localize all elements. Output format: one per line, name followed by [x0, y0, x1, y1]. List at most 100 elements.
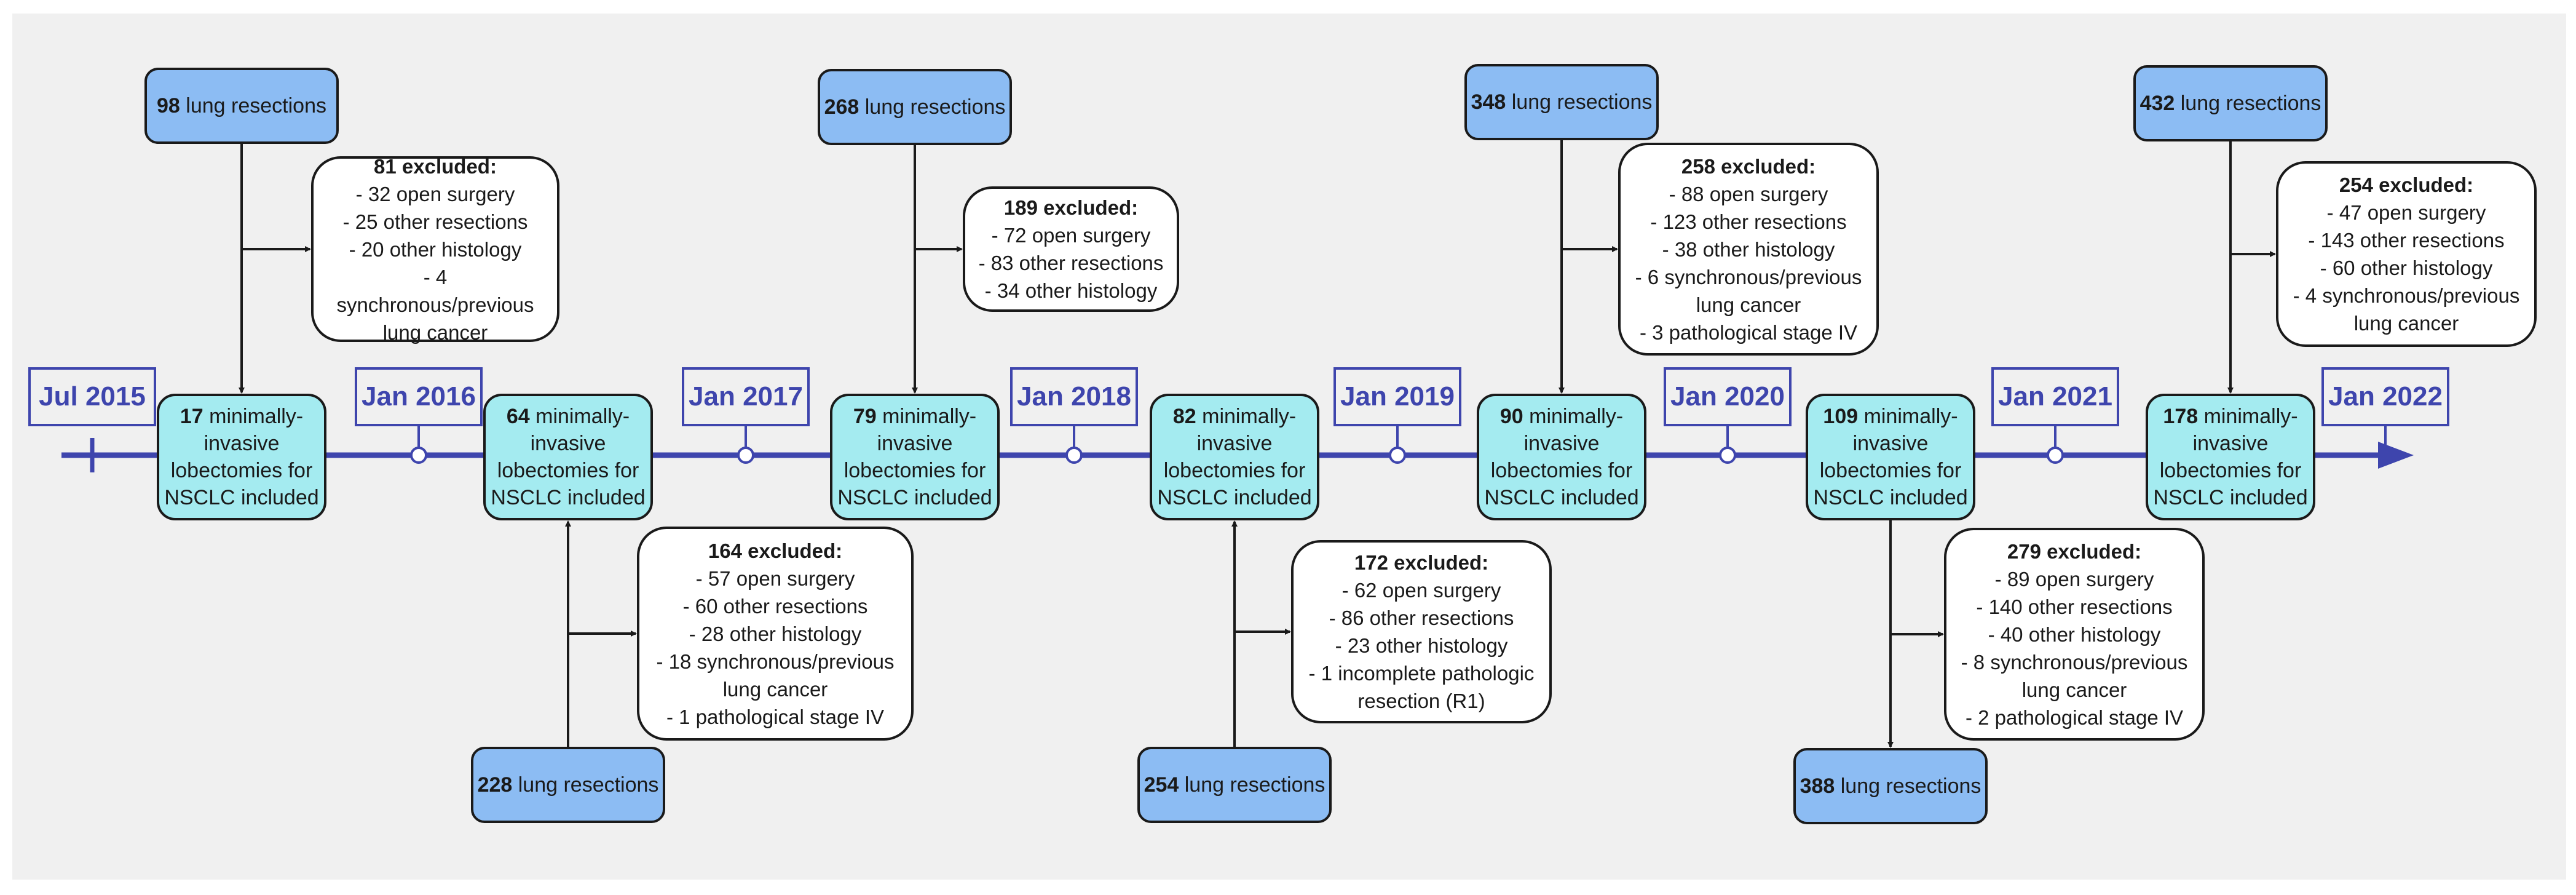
excluded-item: - 18 synchronous/previous: [656, 650, 895, 673]
excluded-item: - 86 other resections: [1329, 607, 1514, 629]
included-line: 178 minimally-: [2163, 405, 2298, 428]
excluded-box: 189 excluded: - 72 open surgery - 83 other…: [963, 186, 1179, 312]
excluded-item: - 6 synchronous/previous: [1635, 265, 1862, 288]
excluded-item: - 40 other histology: [1988, 623, 2161, 646]
included-line: lobectomies for: [1490, 459, 1633, 482]
excluded-item: - 4 synchronous/previous: [336, 265, 534, 316]
date-marker: [2047, 447, 2064, 464]
excluded-item: - 23 other histology: [1335, 634, 1508, 657]
date-label: Jan 2022: [2321, 367, 2449, 426]
included-count: 109: [1823, 405, 1859, 428]
included-line: NSCLC included: [837, 486, 992, 509]
included-line: invasive: [530, 432, 606, 455]
included-line: NSCLC included: [1813, 486, 1968, 509]
excluded-box: 254 excluded: - 47 open surgery - 143 othe…: [2276, 161, 2537, 347]
included-line: lobectomies for: [2159, 459, 2302, 482]
excluded-item: - 34 other histology: [984, 279, 1158, 302]
included-line: 79 minimally-: [853, 405, 977, 428]
excluded-item: - 57 open surgery: [695, 567, 855, 590]
included-line: invasive: [877, 432, 953, 455]
date-marker: [410, 447, 427, 464]
excluded-item: - 140 other resections: [1976, 595, 2173, 618]
included-line: NSCLC included: [164, 486, 319, 509]
resections-count: 228: [477, 773, 513, 797]
excluded-item: - 2 pathological stage IV: [1965, 706, 2184, 729]
resections-count: 268: [824, 95, 859, 119]
resections-box: 388 lung resections: [1793, 748, 1988, 824]
excluded-title: 189 excluded:: [1003, 196, 1139, 219]
excluded-title: 258 excluded:: [1681, 154, 1816, 178]
excluded-item: lung cancer: [2021, 678, 2127, 701]
excluded-item: resection (R1): [1357, 690, 1485, 712]
included-line: NSCLC included: [1484, 486, 1639, 509]
excluded-item: - 60 other histology: [2320, 257, 2493, 279]
included-line: lobectomies for: [497, 459, 639, 482]
excluded-item: - 1 pathological stage IV: [666, 705, 885, 728]
included-line: invasive: [1196, 432, 1273, 455]
resections-text: 268 lung resections: [824, 95, 1006, 119]
resections-count: 432: [2139, 91, 2175, 115]
excluded-box: 164 excluded: - 57 open surgery - 60 other…: [637, 527, 914, 741]
resections-count: 254: [1144, 773, 1179, 797]
included-count: 64: [506, 405, 530, 428]
resections-count: 348: [1471, 90, 1506, 114]
resections-label: lung resections: [512, 773, 659, 797]
date-label: Jul 2015: [28, 367, 156, 426]
resections-text: 228 lung resections: [478, 773, 659, 797]
excluded-title: 172 excluded:: [1354, 551, 1489, 574]
date-label: Jan 2016: [355, 367, 483, 426]
resections-box: 432 lung resections: [2133, 65, 2328, 141]
excluded-box: 258 excluded:- 88 open surgery- 123 othe…: [1618, 143, 1879, 356]
excluded-title: 164 excluded:: [708, 539, 843, 562]
excluded-item: - 83 other resections: [978, 252, 1164, 274]
excluded-item: lung cancer: [722, 677, 828, 701]
date-label: Jan 2021: [1991, 367, 2119, 426]
date-marker: [1389, 447, 1406, 464]
included-line: invasive: [1523, 432, 1600, 455]
resections-box: 268 lung resections: [818, 69, 1012, 145]
excluded-title: 279 excluded:: [2007, 539, 2142, 563]
excluded-item: - 60 other resections: [682, 594, 868, 618]
included-line: lobectomies for: [844, 459, 986, 482]
included-line: 109 minimally-: [1823, 405, 1958, 428]
resections-label: lung resections: [1179, 773, 1326, 797]
excluded-item: lung cancer: [382, 320, 488, 344]
excluded-item: - 32 open surgery: [355, 182, 515, 205]
excluded-item: - 20 other histology: [349, 237, 522, 261]
date-marker: [737, 447, 754, 464]
resections-count: 388: [1800, 774, 1835, 798]
date-label: Jan 2017: [682, 367, 810, 426]
resections-label: lung resections: [859, 95, 1006, 119]
resections-count: 98: [157, 93, 180, 117]
excluded-box: 172 excluded: - 62 open surgery - 86 other…: [1291, 540, 1552, 723]
resections-label: lung resections: [180, 93, 326, 117]
included-count: 17: [180, 405, 203, 428]
excluded-item: - 25 other resections: [342, 210, 528, 233]
excluded-item: - 47 open surgery: [2326, 201, 2486, 224]
included-line: invasive: [2192, 432, 2269, 455]
resections-text: 348 lung resections: [1471, 90, 1653, 114]
included-line: lobectomies for: [1163, 459, 1306, 482]
excluded-item: - 62 open surgery: [1341, 579, 1501, 602]
excluded-item: - 143 other resections: [2308, 229, 2505, 252]
excluded-item: - 8 synchronous/previous: [1961, 650, 2188, 674]
included-line: NSCLC included: [491, 486, 646, 509]
included-line: 90 minimally-: [1499, 405, 1624, 428]
resections-box: 348 lung resections: [1464, 64, 1659, 140]
included-count: 79: [853, 405, 877, 428]
excluded-item: - 72 open surgery: [991, 224, 1151, 247]
excluded-item: - 28 other histology: [689, 622, 862, 645]
resections-box: 98 lung resections: [144, 68, 339, 144]
date-marker: [1719, 447, 1736, 464]
included-count: 82: [1172, 405, 1196, 428]
excluded-title: 254 excluded:: [2339, 173, 2474, 196]
resections-text: 432 lung resections: [2140, 92, 2321, 116]
resections-label: lung resections: [1506, 90, 1653, 114]
included-count: 90: [1499, 405, 1523, 428]
included-line: invasive: [203, 432, 280, 455]
